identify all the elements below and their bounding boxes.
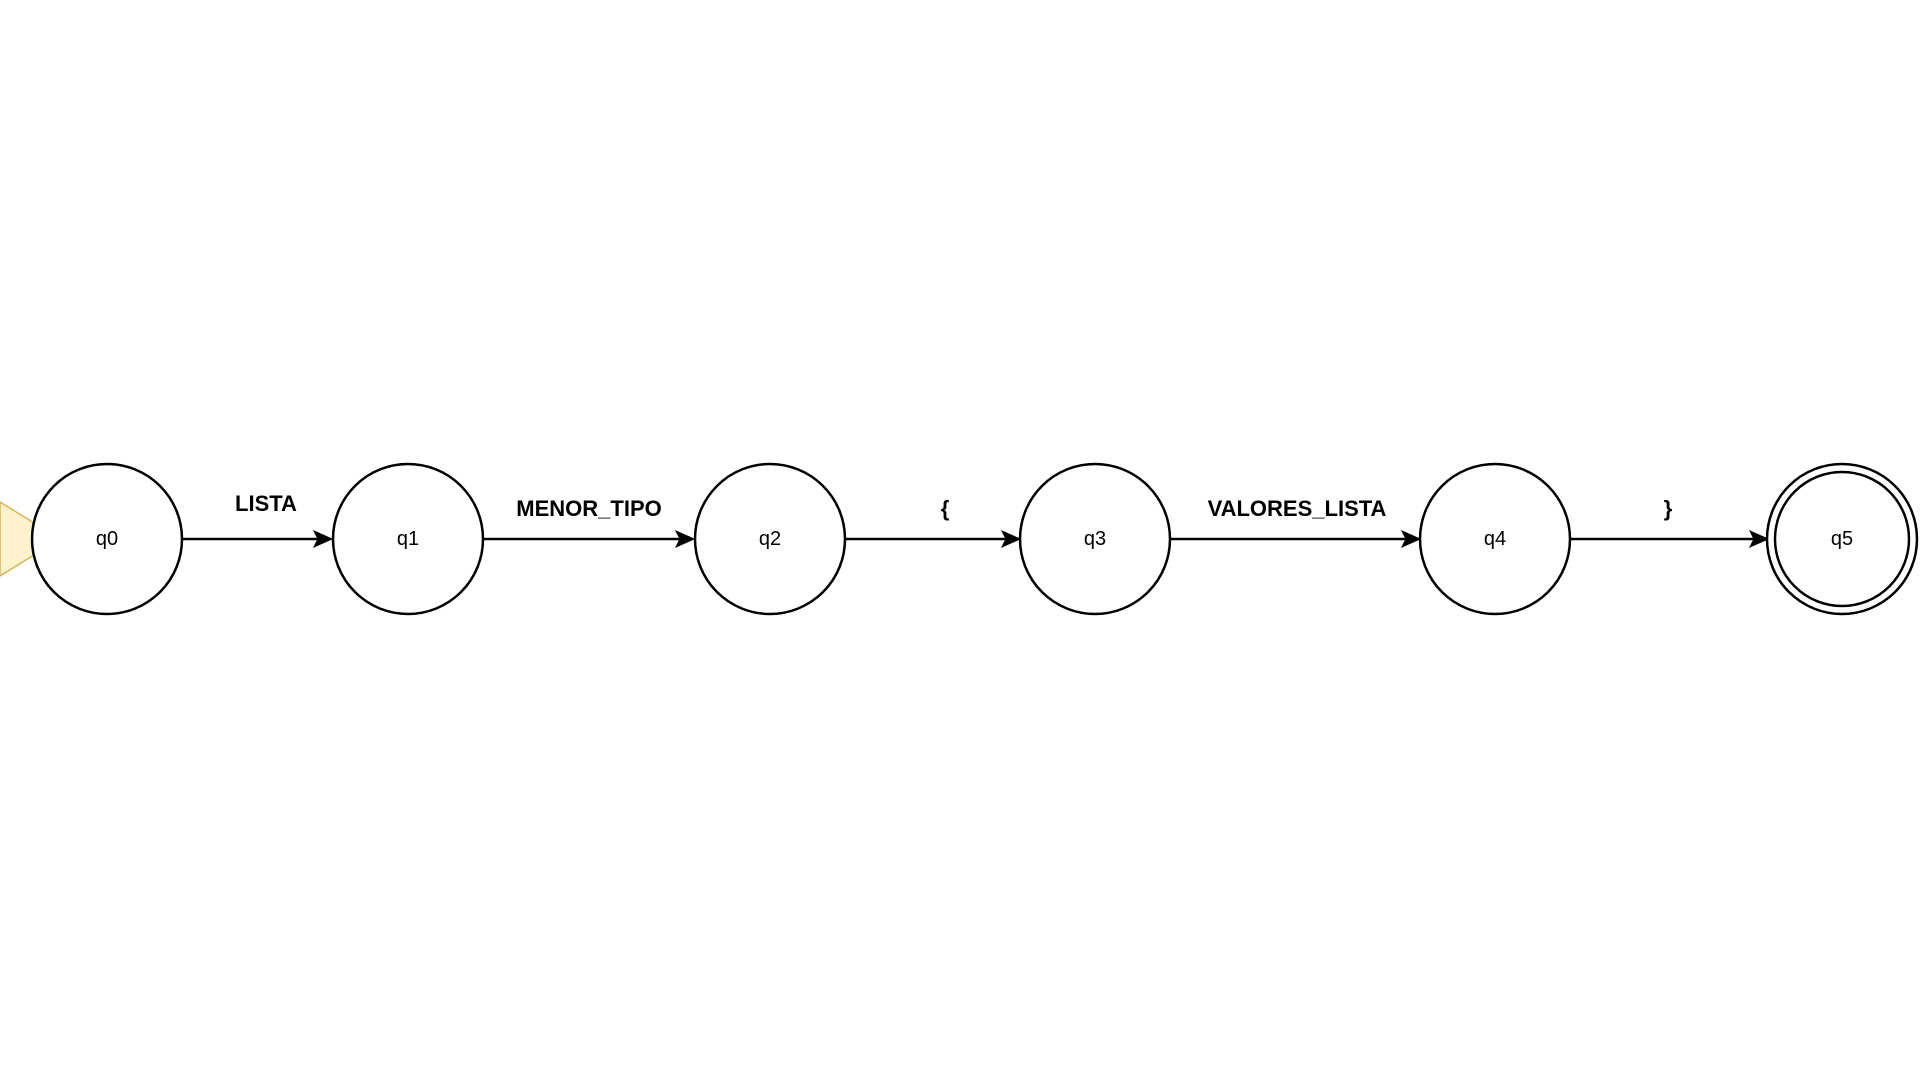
state-label: q0 [96, 528, 118, 550]
state-q2[interactable]: q2 [693, 462, 847, 616]
state-circle-inner [1773, 470, 1911, 608]
state-circle [331, 462, 485, 616]
edge-label: LISTA [235, 491, 297, 516]
edge-label: VALORES_LISTA [1208, 496, 1387, 521]
edge-label: } [1664, 496, 1673, 521]
state-circle [693, 462, 847, 616]
transition-q1-q2: MENOR_TIPO [484, 496, 696, 549]
transition-q4-q5: } [1571, 496, 1770, 549]
state-q4[interactable]: q4 [1418, 462, 1572, 616]
state-q5[interactable]: q5 [1765, 462, 1919, 616]
transition-q3-q4: VALORES_LISTA [1171, 496, 1422, 549]
arrowhead-icon [1400, 529, 1422, 549]
edge-label: { [941, 496, 950, 521]
state-label: q4 [1484, 528, 1506, 550]
state-circle [1418, 462, 1572, 616]
transition-q2-q3: { [846, 496, 1022, 549]
state-q3[interactable]: q3 [1018, 462, 1172, 616]
state-label: q2 [759, 528, 781, 550]
edge-label: MENOR_TIPO [516, 496, 661, 521]
state-circle [1018, 462, 1172, 616]
state-q1[interactable]: q1 [331, 462, 485, 616]
state-label: q1 [397, 528, 419, 550]
arrowhead-icon [312, 529, 334, 549]
transition-q0-q1: LISTA [182, 491, 334, 549]
state-label: q5 [1831, 528, 1853, 550]
state-label: q3 [1084, 528, 1106, 550]
state-circle [30, 462, 184, 616]
arrowhead-icon [1000, 529, 1022, 549]
state-q0[interactable]: q0 [30, 462, 184, 616]
start-state-marker [0, 501, 62, 577]
arrowhead-icon [674, 529, 696, 549]
arrowhead-icon [1748, 529, 1770, 549]
